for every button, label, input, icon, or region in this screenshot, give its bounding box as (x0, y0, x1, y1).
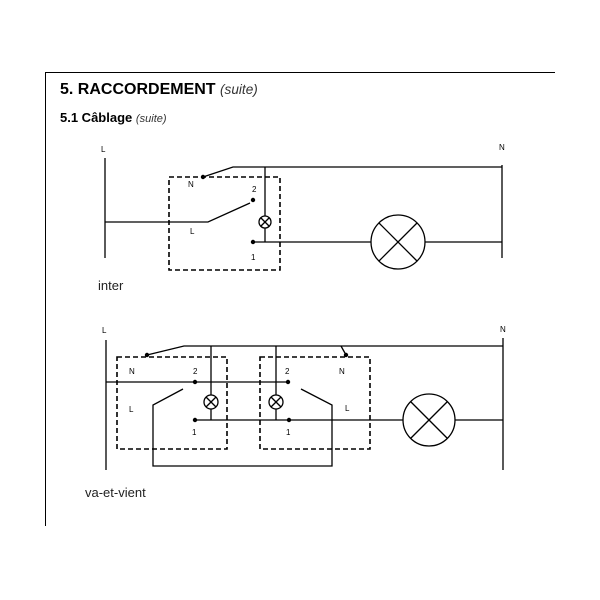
label-L: L (102, 326, 107, 335)
terminal (192, 417, 198, 423)
label-N: N (499, 143, 505, 152)
label-N: N (500, 325, 506, 334)
term-l-label: L (190, 227, 195, 236)
terminal-n-left (144, 352, 150, 358)
caption-va-et-vient: va-et-vient (85, 485, 146, 500)
left-n-label: N (129, 367, 135, 376)
diagram-inter: L N N L 2 1 inter (98, 143, 505, 293)
right-2-label: 2 (285, 367, 290, 376)
term-1-label: 1 (251, 253, 256, 262)
lamp-icon (402, 393, 456, 447)
term-2-label: 2 (252, 185, 257, 194)
lamp-icon (370, 214, 426, 270)
switch-box-left (116, 356, 228, 450)
terminal-2 (250, 197, 256, 203)
caption-inter: inter (98, 278, 124, 293)
switch-box (168, 176, 281, 271)
switch-box-right (259, 356, 371, 450)
diagram-va-et-vient: L N N L 2 1 N L 2 1 (85, 325, 506, 500)
header-rule (45, 72, 555, 73)
right-1-label: 1 (286, 428, 291, 437)
switch-link-wire (152, 388, 333, 467)
terminal (285, 379, 291, 385)
left-margin-rule (45, 72, 46, 526)
left-l-label: L (129, 405, 134, 414)
right-n-label: N (339, 367, 345, 376)
indicator-lamp-icon (268, 394, 284, 410)
section-title: 5. RACCORDEMENT (suite) (60, 81, 258, 98)
subsection-title: 5.1 Câblage (suite) (60, 110, 167, 125)
term-n-label: N (188, 180, 194, 189)
left-2-label: 2 (193, 367, 198, 376)
terminal-n-right (343, 352, 349, 358)
label-L: L (101, 145, 106, 154)
switch-contact (105, 202, 251, 223)
neutral-wire (202, 166, 502, 178)
indicator-lamp-icon (258, 215, 272, 229)
indicator-lamp-icon (203, 394, 219, 410)
terminal (192, 379, 198, 385)
neutral-wire (146, 345, 503, 356)
left-1-label: 1 (192, 428, 197, 437)
right-l-label: L (345, 404, 350, 413)
